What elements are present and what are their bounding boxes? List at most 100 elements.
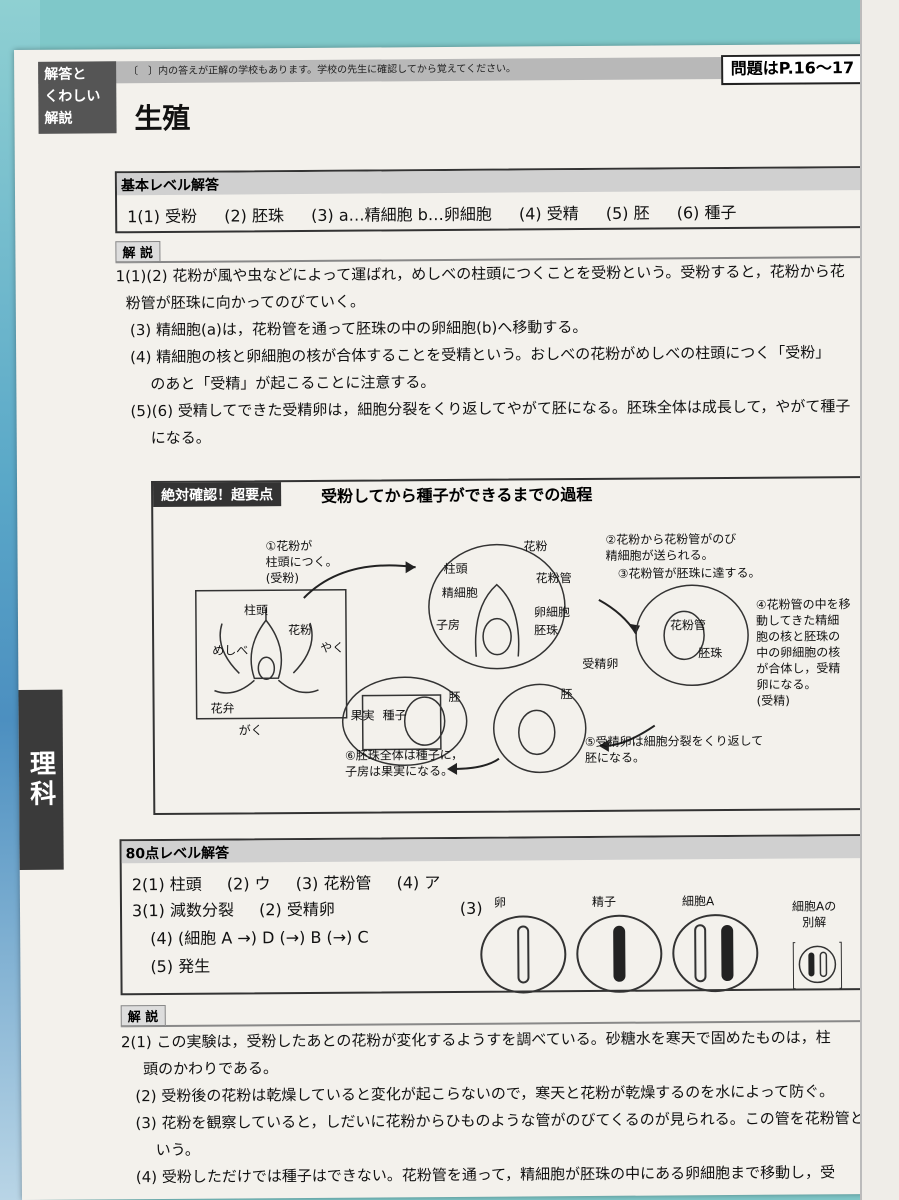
cell-a-alt-chromosome-2 xyxy=(819,951,828,978)
explanation-1: 1(1)(2) 花粉が風や虫などによって運ばれ，めしべの柱頭につくことを受粉とい… xyxy=(115,258,878,452)
embryo-e-label: 胚 xyxy=(448,689,461,704)
pollen-tube-label: 花粉管 xyxy=(535,571,572,586)
answer-item: (3) 花粉管 xyxy=(295,873,372,894)
pollen-tube-c-label: 花粉管 xyxy=(669,618,707,633)
cell-a-alt-brackets xyxy=(792,941,843,990)
key-points-badge: 絶対確認！超要点 xyxy=(153,482,282,508)
pistil-circle xyxy=(428,543,566,670)
step-1-label: ①花粉が 柱頭につく。 (受粉) xyxy=(265,538,338,586)
answer-item: (2) 胚珠 xyxy=(224,206,285,226)
step-4-label: ④花粉管の中を移 動してきた精細 胞の核と胚珠の 中の卵細胞の核 が合体し，受精… xyxy=(755,597,851,708)
figure-title: 受粉してから種子ができるまでの過程 xyxy=(321,484,593,506)
ovary-label: 子房 xyxy=(435,617,461,633)
level80-answer-box: 80点レベル解答 2(1) 柱頭 (2) ウ (3) 花粉管 (4) ア 3(1… xyxy=(119,833,883,996)
egg-chromosome xyxy=(517,925,530,984)
answer-item: 1(1) 受粉 xyxy=(127,206,198,227)
seed-circle xyxy=(341,676,468,767)
basic-level-label: 基本レベル解答 xyxy=(120,177,220,195)
text-line: 1(1)(2) 花粉が風や虫などによって運ばれ，めしべの柱頭につくことを受粉とい… xyxy=(115,262,845,286)
ovule-c-label: 胚珠 xyxy=(698,646,723,661)
answer-item: (4) 受精 xyxy=(518,204,579,224)
textbook-page: 〔 〕内の答えが正解の学校もあります。学校の先生に確認してから覚えてください。 … xyxy=(14,44,883,1200)
answer-item: (3) a…精細胞 b…卵細胞 xyxy=(310,204,492,225)
sperm-cell xyxy=(576,914,663,993)
explanation-heading-2: 解 説 xyxy=(120,999,881,1028)
explanation-2: 2(1) この実験は，受粉したあとの花粉が変化するようすを調べている。砂糖水を寒… xyxy=(121,1024,884,1191)
answer-item: (2) 受精卵 xyxy=(258,899,335,920)
ovule-label: 胚珠 xyxy=(534,623,559,638)
embryo-inner xyxy=(518,709,556,756)
basic-answers: 1(1) 受粉 (2) 胚珠 (3) a…精細胞 b…卵細胞 (4) 受精 (5… xyxy=(127,199,758,227)
problem-reference: 問題はP.16～17 xyxy=(720,54,865,86)
cell-a-chromosome-2 xyxy=(721,925,734,982)
header-note: 〔 〕内の答えが正解の学校もあります。学校の先生に確認してから覚えてください。 xyxy=(128,63,517,78)
page-title: 生殖 xyxy=(134,101,191,136)
figure-header: 絶対確認！超要点 受粉してから種子ができるまでの過程 xyxy=(153,478,873,508)
key-points-figure: 絶対確認！超要点 受粉してから種子ができるまでの過程 xyxy=(151,475,878,816)
text-line: になる。 xyxy=(150,428,211,448)
sepal-label: がく xyxy=(238,723,263,738)
pollen-b-label: 花粉 xyxy=(523,539,548,554)
pistil-label: めしべ xyxy=(212,643,249,658)
cell-diagrams xyxy=(480,914,843,994)
arrow-2 xyxy=(598,599,637,635)
logo-line: 解説 xyxy=(44,110,73,127)
explanation-label: 解 説 xyxy=(115,240,161,263)
stigma-b-label: 柱頭 xyxy=(443,561,468,577)
embryo-d-label: 胚 xyxy=(560,687,573,702)
logo-line: くわしい xyxy=(44,88,101,105)
text-line: 2(1) この実験は，受粉したあとの花粉が変化するようすを調べている。砂糖水を寒… xyxy=(120,1028,831,1052)
level80-header: 80点レベル解答 xyxy=(121,835,880,864)
level80-label: 80点レベル解答 xyxy=(125,845,230,863)
answer-item: (2) ウ xyxy=(226,874,271,894)
petal-label: 花弁 xyxy=(210,701,235,716)
arrow-4-head xyxy=(447,762,458,775)
cell-a-chromosome-1 xyxy=(694,924,707,983)
basic-answer-header: 基本レベル解答 xyxy=(116,167,875,196)
logo-line: 解答と xyxy=(44,66,87,83)
anther-label: やく xyxy=(320,640,345,655)
ovule-inner xyxy=(663,610,705,661)
answer-item: 2(1) 柱頭 xyxy=(131,874,202,895)
ovary-outline xyxy=(474,583,520,657)
answer-row-1: 2(1) 柱頭 (2) ウ (3) 花粉管 (4) ア xyxy=(132,869,461,895)
answer-item: (6) 種子 xyxy=(676,202,737,223)
cell-a-alt xyxy=(798,945,837,984)
stigma-label: 柱頭 xyxy=(243,603,268,618)
answer-logo: 解答と くわしい 解説 xyxy=(38,61,117,134)
step-2-label: ②花粉から花粉管がのび 精細胞が送られる。 xyxy=(605,531,737,563)
arrow-3-head xyxy=(598,739,609,752)
step-3-label: ③花粉管が胚珠に達する。 xyxy=(617,565,761,581)
answer-row-2: 3(1) 減数分裂 (2) 受精卵 (3) xyxy=(132,895,503,922)
answer-item: 3(1) 減数分裂 xyxy=(131,900,235,921)
fruit-label: 果実 xyxy=(350,708,375,723)
cell-a xyxy=(672,914,759,993)
egg-label: 卵細胞 xyxy=(533,605,571,620)
subject-tab: 理科 xyxy=(18,689,64,870)
basic-answer-box: 基本レベル解答 1(1) 受粉 (2) 胚珠 (3) a…精細胞 b…卵細胞 (… xyxy=(114,165,878,234)
text-line: (5)(6) 受精してできた受精卵は，細胞分裂をくり返してやがて胚になる。胚珠全… xyxy=(130,397,851,421)
step-5-label: ⑤受精卵は細胞分裂をくり返して 胚になる。 xyxy=(584,733,764,766)
egg-cell xyxy=(480,915,567,994)
sperm-label: 精細胞 xyxy=(441,585,478,601)
flower-illustration xyxy=(214,608,319,694)
cell-a-alt-chromosome-1 xyxy=(808,952,815,977)
text-line: (4) 精細胞の核と卵細胞の核が合体することを受精という。おしべの花粉がめしべの… xyxy=(130,343,831,367)
fruit-box xyxy=(361,694,442,751)
zygote-label: 受精卵 xyxy=(582,656,619,672)
adjacent-page-edge xyxy=(860,0,899,1200)
seed-label: 種子 xyxy=(382,708,407,723)
text-line: (4) 受粉しただけでは種子はできない。花粉管を通って，精細胞が胚珠の中にある卵… xyxy=(135,1163,836,1187)
step-6-label: ⑥胚珠全体は種子に， 子房は果実になる。 xyxy=(344,747,464,779)
explanation-label: 解 説 xyxy=(120,1004,166,1027)
answer-row-3: (4) (細胞 A →) D (→) B (→) C xyxy=(150,927,369,949)
header-strip: 〔 〕内の答えが正解の学校もあります。学校の先生に確認してから覚えてください。 … xyxy=(38,54,865,86)
arrow-4 xyxy=(455,757,500,770)
embryo-circle xyxy=(492,683,587,774)
text-line: (3) 花粉を観察していると，しだいに花粉からひものような管がのびてくるのが見ら… xyxy=(135,1109,865,1133)
ovule-circle xyxy=(635,584,749,687)
pollen-label: 花粉 xyxy=(288,622,313,638)
flower-frame xyxy=(195,588,348,720)
answer-item: (5) 胚 xyxy=(605,203,650,223)
pollination-diagram xyxy=(195,543,749,775)
